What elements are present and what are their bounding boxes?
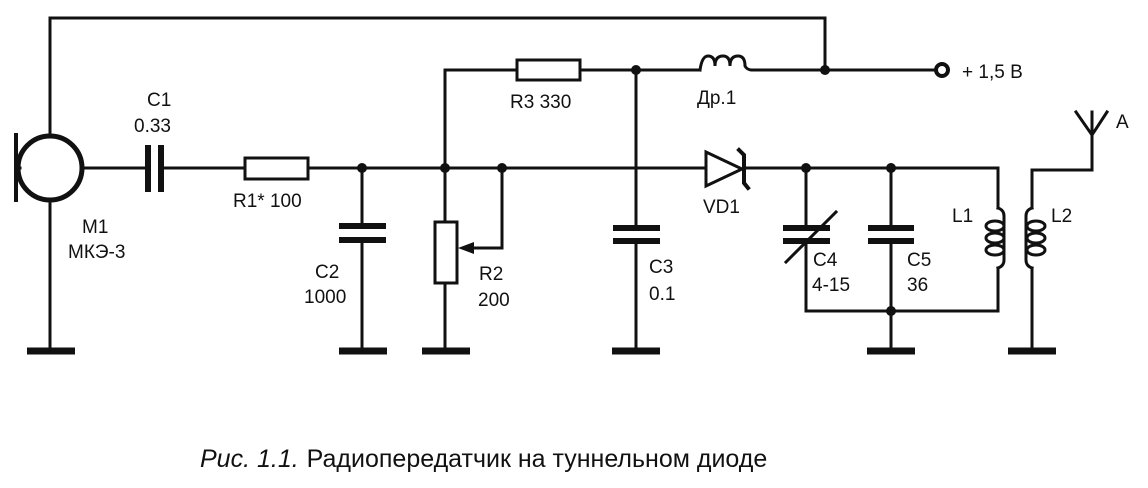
wire-top-loop [48, 16, 827, 138]
r3-label: R3 330 [510, 92, 571, 113]
wire-wiper [466, 166, 504, 250]
inductor-l2-turn-1 [1025, 219, 1047, 233]
inductor-l1-turn-3 [984, 243, 1006, 257]
junction-supply [820, 65, 830, 75]
r1-label: R1* 100 [233, 191, 302, 212]
supply-terminal [934, 62, 950, 78]
l1-label: L1 [952, 206, 973, 227]
resistor-r1 [243, 156, 310, 181]
l2-label: L2 [1051, 206, 1072, 227]
resistor-r3 [515, 58, 582, 82]
figure-caption: Рис. 1.1. Радиопередатчик на туннельном д… [200, 445, 767, 473]
r2-ref: R2 [479, 264, 503, 285]
c5-value: 36 [907, 275, 928, 296]
c1-ref: C1 [147, 90, 171, 111]
tunnel-diode-vd1 [704, 149, 746, 189]
c2-value: 1000 [304, 287, 346, 308]
c4-value: 4-15 [812, 275, 850, 296]
inductor-l1-turn-1 [984, 219, 1006, 233]
c2-ref: C2 [315, 262, 339, 283]
c1-value: 0.33 [134, 116, 171, 137]
c4-ref: C4 [813, 250, 838, 271]
r2-value: 200 [478, 290, 510, 311]
wire-l2-antenna [1030, 133, 1094, 210]
antenna-label: A [1116, 112, 1129, 133]
junction-tank-bottom [886, 306, 896, 316]
c3-value: 0.1 [649, 284, 675, 305]
dr1-label: Др.1 [697, 88, 736, 109]
choke-dr1 [698, 54, 754, 72]
microphone-m1 [15, 133, 85, 203]
diode-cathode [736, 147, 751, 191]
potentiometer-r2 [433, 220, 459, 285]
variable-arrow-icon [783, 209, 839, 265]
inductor-l2-turn-2 [1025, 231, 1047, 245]
c3-ref: C3 [649, 257, 673, 278]
inductor-l1-turn-2 [984, 231, 1006, 245]
supply-label: + 1,5 В [962, 62, 1023, 83]
m1-ref: M1 [82, 217, 108, 238]
inductor-l2-turn-3 [1025, 243, 1047, 257]
wiper-arrow-icon [458, 242, 474, 254]
m1-value: МКЭ-3 [68, 242, 125, 263]
vd1-label: VD1 [703, 197, 740, 218]
c5-ref: C5 [907, 250, 931, 271]
caption-prefix: Рис. 1.1. [200, 445, 299, 473]
caption-text: Радиопередатчик на туннельном диоде [307, 445, 768, 473]
